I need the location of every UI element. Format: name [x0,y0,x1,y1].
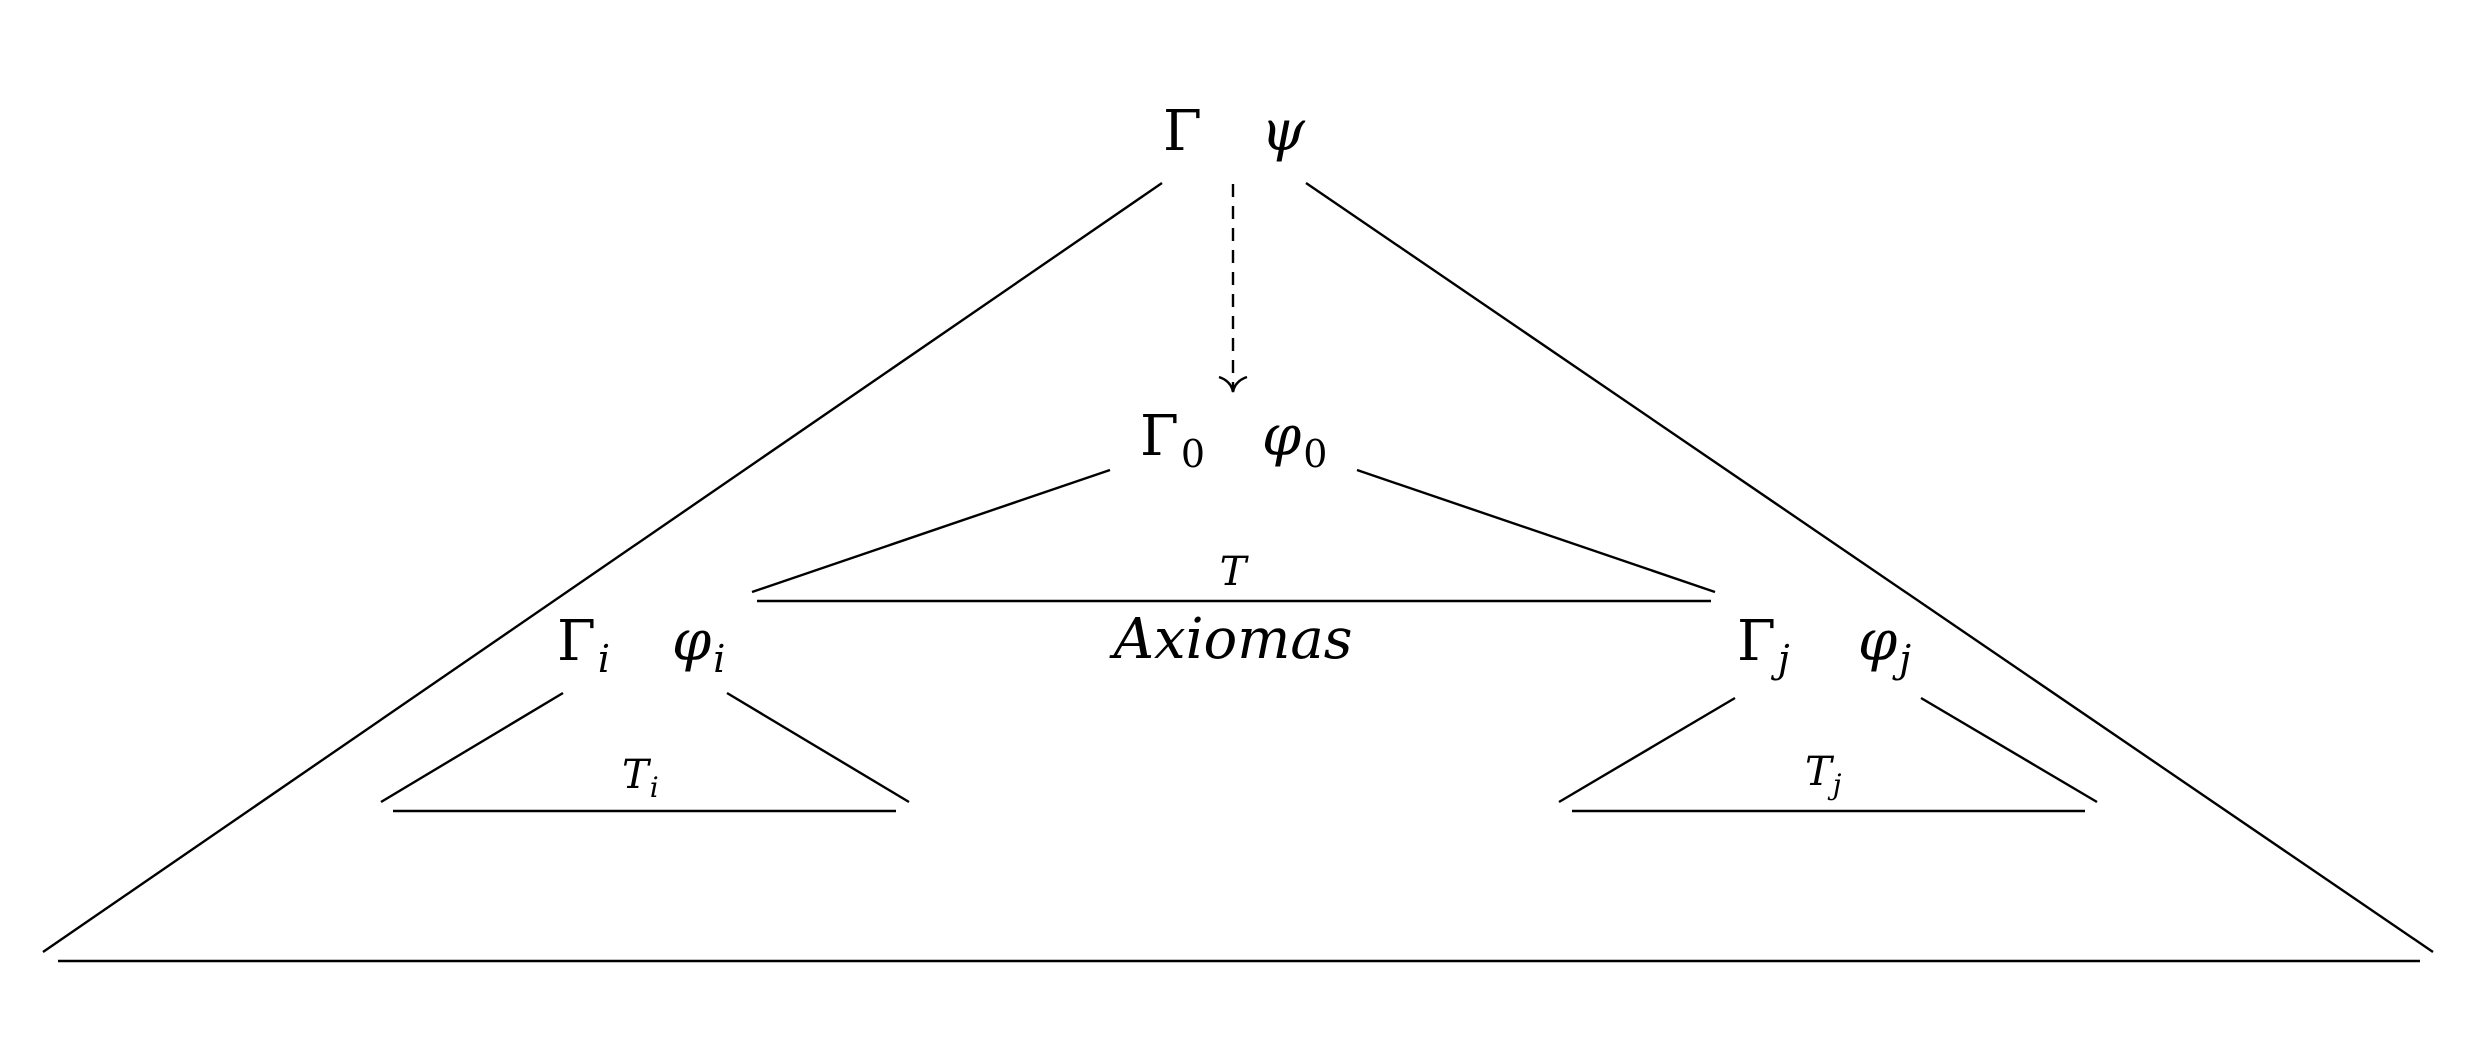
dashed-arrow [1218,184,1248,393]
outer-right-edge [1305,182,2434,953]
right-theory-label: Tj [1805,749,1842,801]
right-sequent: Γj φj [1737,609,1911,681]
right-triangle: Tj [1558,696,2098,813]
top-sequent: Γ ψ [1163,99,1306,164]
outer-left-edge [42,182,1163,953]
left-tri-right-edge [726,691,910,804]
middle-theory-label: T [1220,549,1250,595]
root-gamma: Γ0 [1140,404,1205,476]
right-tri-left-edge [1558,696,1736,804]
left-gamma-sub: i [598,637,610,681]
root-phi-sub: 0 [1303,432,1327,476]
left-phi-sub: i [713,637,725,681]
middle-right-edge [1356,468,1716,594]
right-phi: φj [1858,609,1911,681]
root-gamma-sub: 0 [1181,432,1205,476]
left-triangle: Ti [380,691,910,813]
top-psi: ψ [1261,99,1306,164]
left-phi: φi [672,609,725,681]
middle-left-edge [751,468,1111,594]
right-gamma: Γj [1737,609,1790,681]
dashed-arrow-head [1218,375,1248,393]
left-theory-label: Ti [622,752,659,804]
middle-triangle: T [751,468,1716,603]
root-phi: φ0 [1262,404,1327,476]
top-gamma: Γ [1163,99,1202,164]
left-tri-left-edge [380,691,564,804]
right-tri-right-edge [1920,696,2098,804]
axioms-label: Axiomas [1109,607,1353,672]
outer-triangle [42,182,2434,963]
root-sequent: Γ0 φ0 [1140,404,1327,476]
left-gamma: Γi [557,609,610,681]
left-sequent: Γi φi [557,609,725,681]
left-theory-sub: i [650,771,659,804]
